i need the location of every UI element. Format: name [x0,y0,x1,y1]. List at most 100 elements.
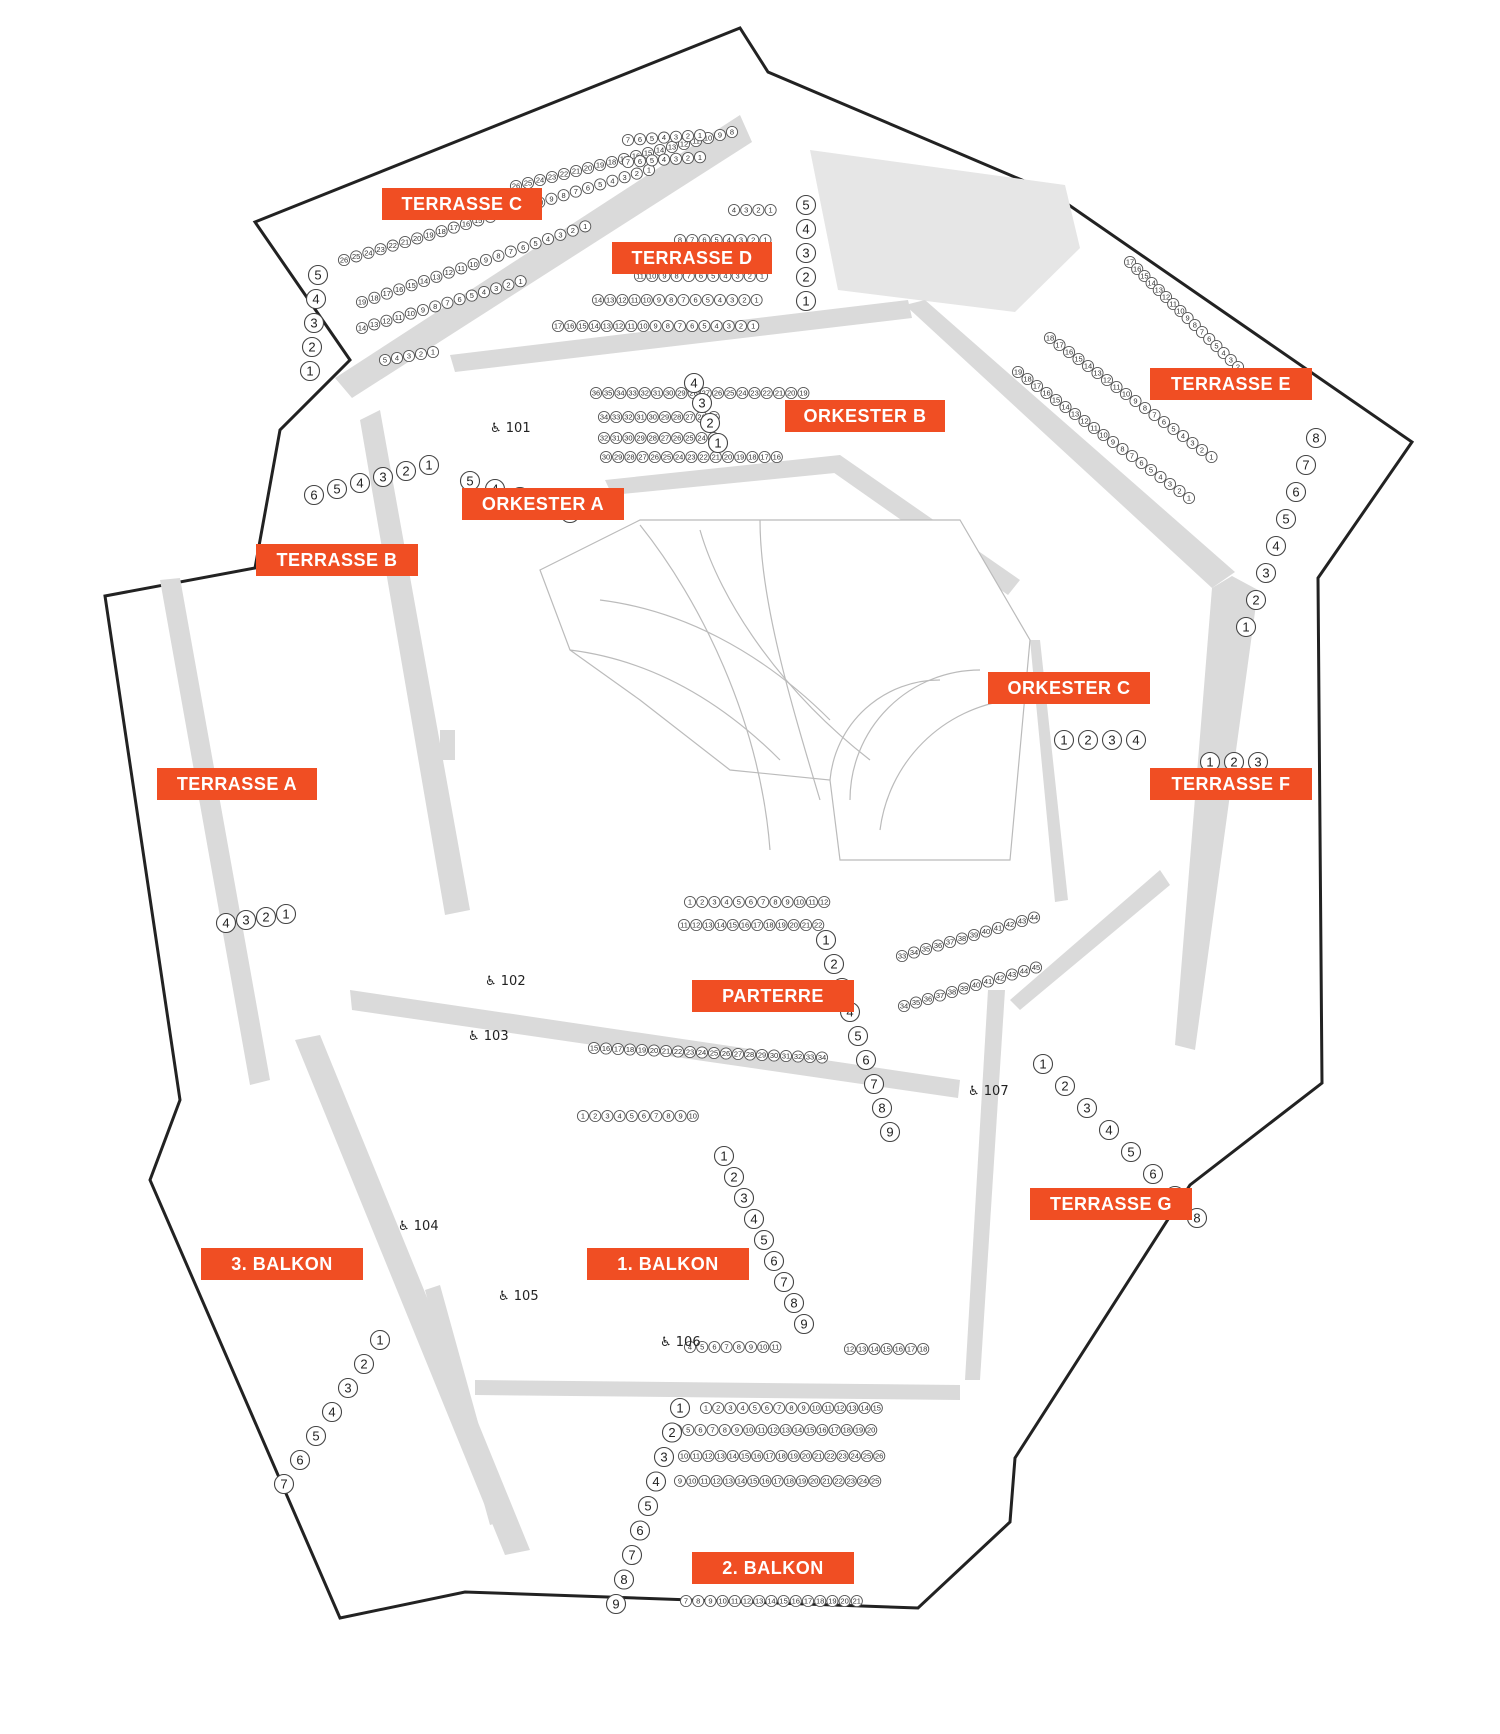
seat-terrasse-e-row1-18[interactable]: 18 [1021,372,1034,386]
seat-balkon-2-row3-16[interactable]: 16 [751,1449,764,1463]
seat-balkon-2-row2-7[interactable]: 7 [706,1423,719,1437]
seat-terrasse-d-row2-8[interactable]: 8 [665,293,678,307]
seat-parterre-row1-3[interactable]: 3 [708,895,721,909]
seat-terrasse-c-row4-24[interactable]: 24 [362,246,375,259]
seat-parterre-row4-34[interactable]: 34 [907,946,921,959]
seat-balkon-2-row2-13[interactable]: 13 [779,1423,792,1437]
seat-balkon-2-row4-11[interactable]: 11 [698,1474,711,1488]
seat-terrasse-c-row5-22[interactable]: 22 [557,167,571,181]
seat-terrasse-c-row3-19[interactable]: 19 [355,295,369,309]
seat-parterre-row5-44[interactable]: 44 [1017,964,1031,978]
seat-parterre-row4-35[interactable]: 35 [919,942,933,956]
seat-terrasse-c-row4-22[interactable]: 22 [386,239,399,252]
seat-balkon-2-row2-17[interactable]: 17 [828,1423,841,1437]
seat-terrasse-c-row3-11[interactable]: 11 [455,262,468,275]
seat-terrasse-d-row1-2[interactable]: 2 [734,319,748,333]
seat-parterre-row3-15[interactable]: 15 [587,1041,601,1055]
seat-terrasse-e-row1-12[interactable]: 12 [1078,414,1091,428]
seat-orkester-b-row4-23[interactable]: 23 [748,386,761,400]
seat-terrasse-d-row2-4[interactable]: 4 [713,293,727,307]
seat-orkester-b-row3-31[interactable]: 31 [634,410,647,424]
seat-orkester-b-row4-31[interactable]: 31 [650,386,664,400]
seat-terrasse-c-row4-7[interactable]: 7 [569,185,582,198]
seat-orkester-b-row3-32[interactable]: 32 [622,410,635,424]
seat-balkon-2-row4-9[interactable]: 9 [673,1474,687,1488]
seat-balkon-1-row9-7[interactable]: 7 [720,1340,733,1354]
seat-terrasse-d-row1-11[interactable]: 11 [625,319,638,333]
seat-balkon-1-row8-12[interactable]: 12 [843,1342,857,1356]
seat-terrasse-c-row3-4[interactable]: 4 [541,232,555,246]
seat-balkon-2-row2-16[interactable]: 16 [816,1423,829,1437]
seat-balkon-2-row9-7[interactable]: 7 [679,1594,693,1608]
seat-orkester-b-row1-17[interactable]: 17 [758,450,771,464]
seat-balkon-2-row1-5[interactable]: 5 [748,1401,761,1415]
seat-balkon-2-row2-10[interactable]: 10 [743,1423,756,1437]
seat-balkon-2-row9-18[interactable]: 18 [814,1594,827,1608]
seat-terrasse-c-row4-20[interactable]: 20 [411,232,424,245]
seat-terrasse-c-row3-8[interactable]: 8 [492,249,505,262]
seat-parterre-row2-14[interactable]: 14 [714,918,727,932]
seat-terrasse-c-row7-3[interactable]: 3 [669,152,683,165]
seat-terrasse-c-row5-20[interactable]: 20 [581,161,595,175]
seat-terrasse-c-row7-4[interactable]: 4 [657,153,671,166]
seat-balkon-2-row4-17[interactable]: 17 [771,1474,784,1488]
seat-terrasse-e-row1-8[interactable]: 8 [1116,442,1129,456]
seat-parterre-row3-24[interactable]: 24 [695,1046,709,1059]
seat-terrasse-c-row4-9[interactable]: 9 [545,192,558,205]
seat-parterre-row3-29[interactable]: 29 [755,1048,769,1062]
seat-balkon-2-row9-19[interactable]: 19 [826,1594,839,1608]
seat-terrasse-e-row3-17[interactable]: 17 [1123,255,1137,269]
seat-orkester-b-row1-30[interactable]: 30 [599,450,613,464]
seat-balkon-2-row1-3[interactable]: 3 [724,1401,737,1415]
seat-terrasse-c-row5-19[interactable]: 19 [593,158,607,172]
section-label-terrasse-g[interactable]: TERRASSE G [1030,1188,1192,1220]
seat-orkester-b-row2-28[interactable]: 28 [646,431,659,445]
seat-parterre-row3-32[interactable]: 32 [791,1050,805,1063]
section-label-orkester-c[interactable]: ORKESTER C [988,672,1150,704]
seat-orkester-b-row2-25[interactable]: 25 [683,431,696,445]
seat-parterre-row5-40[interactable]: 40 [969,978,983,992]
seat-terrasse-c-row2-12[interactable]: 12 [380,314,393,327]
seat-terrasse-c-row2-11[interactable]: 11 [392,311,405,324]
seat-terrasse-e-row2-16[interactable]: 16 [1062,345,1076,359]
seat-terrasse-c-row7-7[interactable]: 7 [621,155,635,169]
seat-terrasse-d-row2-6[interactable]: 6 [689,293,702,307]
seat-terrasse-d-row1-6[interactable]: 6 [686,319,699,333]
seat-balkon-1-row1-2[interactable]: 2 [589,1109,602,1123]
seat-parterre-row5-37[interactable]: 37 [933,989,947,1002]
seat-balkon-2-row4-12[interactable]: 12 [710,1474,723,1488]
seat-terrasse-e-row3-11[interactable]: 11 [1167,297,1180,311]
seat-terrasse-d-row2-11[interactable]: 11 [628,293,641,307]
seat-terrasse-c-row6-2[interactable]: 2 [681,129,695,143]
seat-terrasse-e-row2-10[interactable]: 10 [1119,387,1133,401]
seat-terrasse-e-row2-11[interactable]: 11 [1110,380,1123,394]
seat-orkester-b-row2-27[interactable]: 27 [658,431,672,445]
seat-balkon-1-row1-4[interactable]: 4 [613,1109,626,1123]
seat-terrasse-d-row2-7[interactable]: 7 [677,293,690,307]
seat-orkester-b-row4-36[interactable]: 36 [589,386,603,400]
wheelchair-icon[interactable]: ♿ 103 [468,1029,509,1044]
seat-balkon-2-row4-10[interactable]: 10 [686,1474,699,1488]
seat-balkon-2-row9-15[interactable]: 15 [777,1594,790,1608]
seat-parterre-row1-8[interactable]: 8 [769,895,782,909]
seat-terrasse-d-row2-5[interactable]: 5 [701,293,714,307]
seat-terrasse-e-row1-10[interactable]: 10 [1097,428,1110,442]
seat-parterre-row4-43[interactable]: 43 [1015,914,1029,928]
seat-terrasse-c-row7-5[interactable]: 5 [645,154,659,167]
seat-terrasse-c-row4-25[interactable]: 25 [350,250,363,263]
seat-balkon-2-row1-6[interactable]: 6 [760,1401,774,1415]
seat-terrasse-c-row2-13[interactable]: 13 [368,318,381,331]
seat-terrasse-d-row1-5[interactable]: 5 [698,319,711,333]
seat-balkon-2-row3-18[interactable]: 18 [775,1449,788,1463]
seat-terrasse-e-row2-2[interactable]: 2 [1195,443,1209,457]
seat-orkester-b-row3-27[interactable]: 27 [683,410,696,424]
seat-balkon-2-row4-19[interactable]: 19 [795,1474,809,1488]
seat-parterre-row3-31[interactable]: 31 [779,1049,793,1063]
seat-terrasse-c-row3-6[interactable]: 6 [517,241,530,254]
wheelchair-icon[interactable]: ♿ 105 [498,1289,539,1304]
seat-terrasse-d-row5-1[interactable]: 1 [764,203,777,217]
seat-orkester-b-row2-24[interactable]: 24 [695,431,708,445]
seat-balkon-2-row9-12[interactable]: 12 [740,1594,754,1608]
seat-terrasse-c-row4-23[interactable]: 23 [374,243,387,256]
seat-balkon-2-row3-22[interactable]: 22 [824,1449,837,1463]
